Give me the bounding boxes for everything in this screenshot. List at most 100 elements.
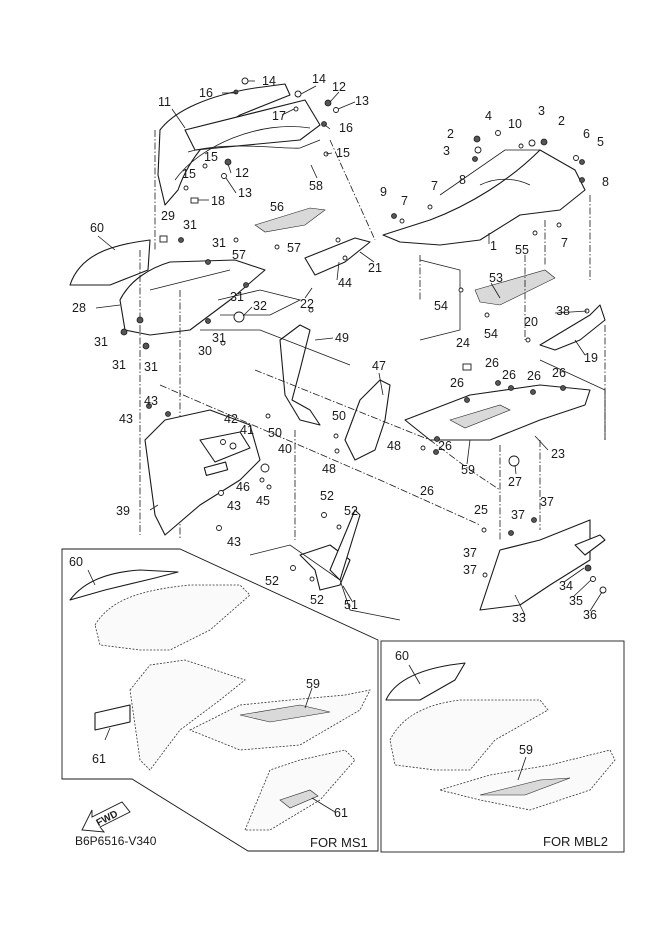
callout-8: 8 <box>602 175 609 189</box>
callout-14: 14 <box>312 72 326 86</box>
callout-61: 61 <box>334 806 348 820</box>
callout-60: 60 <box>395 649 409 663</box>
callout-33: 33 <box>512 611 526 625</box>
drawing-code: B6P6516-V340 <box>75 834 157 848</box>
callout-17: 17 <box>272 109 286 123</box>
callout-1: 1 <box>490 239 497 253</box>
callout-2: 2 <box>447 127 454 141</box>
callout-36: 36 <box>583 608 597 622</box>
callout-47: 47 <box>372 359 386 373</box>
callout-31: 31 <box>230 290 244 304</box>
callout-40: 40 <box>278 442 292 456</box>
callout-26: 26 <box>485 356 499 370</box>
callout-26: 26 <box>420 484 434 498</box>
callout-55: 55 <box>515 243 529 257</box>
callout-26: 26 <box>450 376 464 390</box>
callout-43: 43 <box>227 499 241 513</box>
fwd-arrow-icon: FWD <box>81 801 131 833</box>
callout-50: 50 <box>268 426 282 440</box>
callout-38: 38 <box>556 304 570 318</box>
callout-43: 43 <box>119 412 133 426</box>
callout-51: 51 <box>344 598 358 612</box>
callout-31: 31 <box>212 331 226 345</box>
callout-60: 60 <box>90 221 104 235</box>
part-28-inner-panel <box>119 250 266 540</box>
callout-13: 13 <box>238 186 252 200</box>
callout-23: 23 <box>551 447 565 461</box>
callout-27: 27 <box>508 475 522 489</box>
callout-52: 52 <box>265 574 279 588</box>
callout-31: 31 <box>144 360 158 374</box>
callout-21: 21 <box>368 261 382 275</box>
callout-32: 32 <box>253 299 267 313</box>
callout-7: 7 <box>401 194 408 208</box>
callout-18: 18 <box>211 194 225 208</box>
callout-26: 26 <box>552 366 566 380</box>
fwd-label: FWD <box>95 809 120 829</box>
variant-ms1-labels: 60 61 59 61 FOR MS1 <box>69 555 368 850</box>
part-60-decal <box>69 239 151 286</box>
part-1-side-cover <box>382 149 591 300</box>
part-53-grille <box>474 269 556 306</box>
variant-label-ms1: FOR MS1 <box>310 835 368 850</box>
callout-26: 26 <box>527 369 541 383</box>
callout-15: 15 <box>182 167 196 181</box>
part-39-lower-cowl <box>144 409 261 536</box>
callout-52: 52 <box>310 593 324 607</box>
callout-44: 44 <box>338 276 352 290</box>
callout-37: 37 <box>511 508 525 522</box>
variant-mbl2-labels: 60 59 FOR MBL2 <box>395 649 608 849</box>
callout-9: 9 <box>380 185 387 199</box>
fasteners <box>120 77 607 594</box>
callout-26: 26 <box>438 439 452 453</box>
callout-59: 59 <box>306 677 320 691</box>
callout-58: 58 <box>309 179 323 193</box>
callout-16: 16 <box>199 86 213 100</box>
callout-26: 26 <box>502 368 516 382</box>
callout-3: 3 <box>443 144 450 158</box>
callout-12: 12 <box>332 80 346 94</box>
callout-11: 11 <box>158 95 171 109</box>
callout-57: 57 <box>232 248 246 262</box>
callout-3: 3 <box>538 104 545 118</box>
callout-45: 45 <box>256 494 270 508</box>
variant-box-ms1 <box>61 548 379 852</box>
callout-31: 31 <box>94 335 108 349</box>
callout-22: 22 <box>300 297 314 311</box>
callout-37: 37 <box>463 546 477 560</box>
part-47-inner-panel <box>344 379 391 461</box>
callout-25: 25 <box>474 503 488 517</box>
callout-59: 59 <box>519 743 533 757</box>
callout-60: 60 <box>69 555 83 569</box>
assembly-lines <box>159 255 606 621</box>
part-33-lower-cover <box>479 519 606 611</box>
variant-label-mbl2: FOR MBL2 <box>543 834 608 849</box>
callout-54: 54 <box>434 299 448 313</box>
callout-5: 5 <box>597 135 604 149</box>
callout-39: 39 <box>116 504 130 518</box>
callout-42: 42 <box>224 412 238 426</box>
callout-31: 31 <box>212 236 226 250</box>
callout-leaders <box>95 80 603 616</box>
callout-24: 24 <box>456 336 470 350</box>
callout-30: 30 <box>198 344 212 358</box>
callout-7: 7 <box>431 179 438 193</box>
variant-mbl2-parts <box>385 662 616 811</box>
callout-61: 61 <box>92 752 106 766</box>
callout-56: 56 <box>270 200 284 214</box>
callout-31: 31 <box>183 218 197 232</box>
callout-13: 13 <box>355 94 369 108</box>
callout-14: 14 <box>262 74 276 88</box>
callout-50: 50 <box>332 409 346 423</box>
callout-48: 48 <box>387 439 401 453</box>
callout-52: 52 <box>320 489 334 503</box>
callout-57: 57 <box>287 241 301 255</box>
callout-16: 16 <box>339 121 353 135</box>
callout-48: 48 <box>322 462 336 476</box>
callout-52: 52 <box>344 504 358 518</box>
part-51-flap <box>329 509 361 581</box>
callout-46: 46 <box>236 480 250 494</box>
callout-7: 7 <box>561 236 568 250</box>
callout-2: 2 <box>558 114 565 128</box>
